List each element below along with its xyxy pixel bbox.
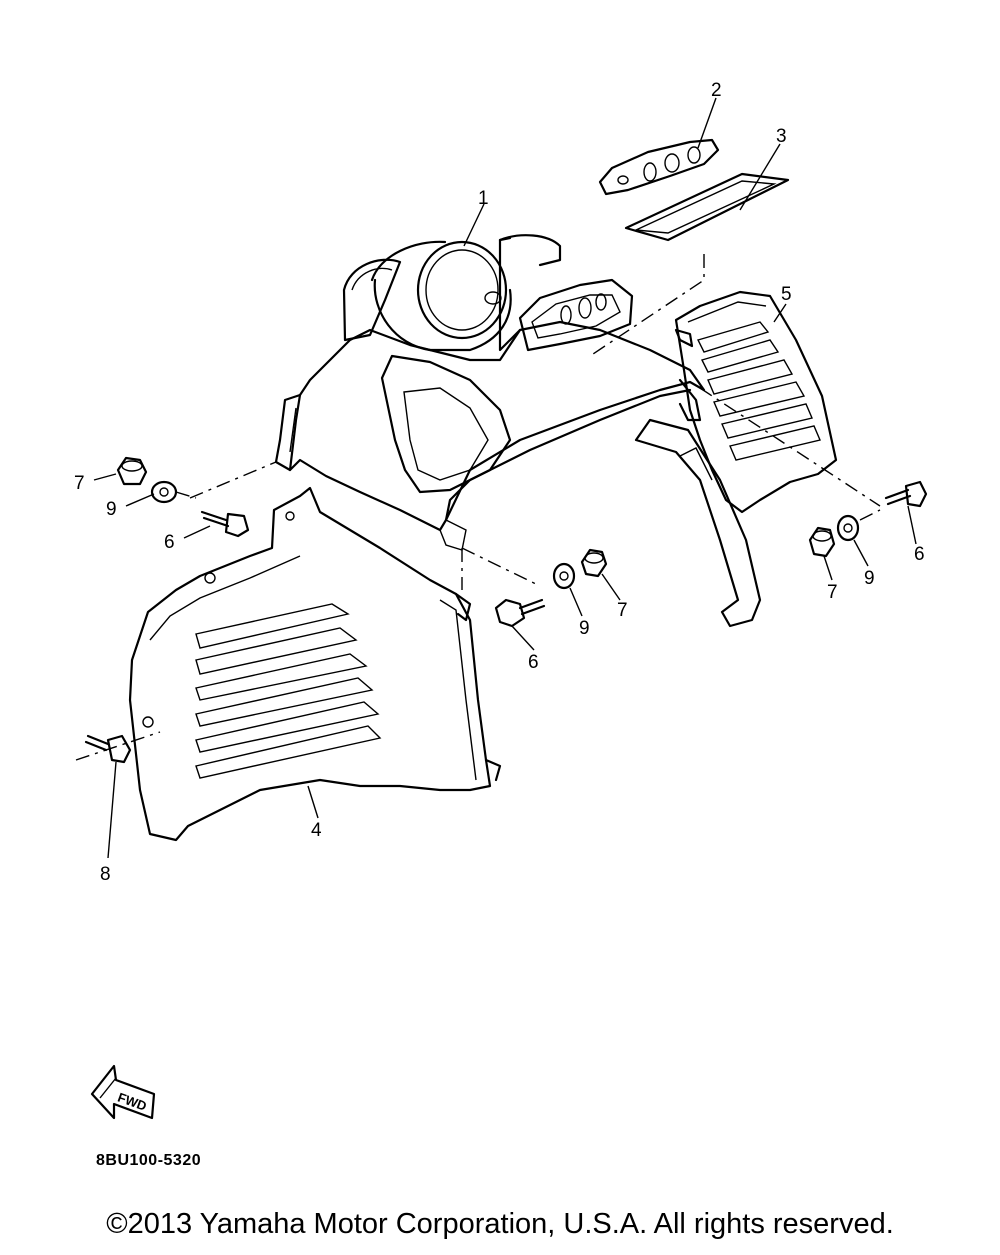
screw-fastener xyxy=(84,734,132,764)
front-cover-part xyxy=(274,234,706,551)
fwd-arrow-icon: FWD xyxy=(90,1064,156,1120)
callout-label: 2 xyxy=(711,80,722,101)
callout-label: 3 xyxy=(776,126,787,147)
right-fender-part xyxy=(634,290,838,628)
bolt-fastener xyxy=(884,480,928,508)
leader-lines xyxy=(93,97,917,859)
callout-label: 8 xyxy=(100,864,111,885)
callout-label: 6 xyxy=(528,652,539,673)
washer-fastener xyxy=(836,514,860,542)
callout-label: 9 xyxy=(864,568,875,589)
copyright-notice: ©2013 Yamaha Motor Corporation, U.S.A. A… xyxy=(106,1208,894,1240)
left-fender-part xyxy=(128,486,502,842)
washer-fastener xyxy=(552,562,576,590)
assembly-lines xyxy=(75,254,881,761)
nut-fastener xyxy=(808,526,836,558)
callout-label: 7 xyxy=(74,473,85,494)
gasket-part xyxy=(624,172,790,242)
callout-label: 7 xyxy=(827,582,838,603)
bolt-fastener xyxy=(200,510,250,538)
callout-label: 6 xyxy=(164,532,175,553)
callout-label: 7 xyxy=(617,600,628,621)
callouts: 1 2 3 5 7 9 6 6 9 7 6 9 7 4 8 xyxy=(74,80,925,885)
washer-fastener xyxy=(150,480,178,504)
callout-label: 9 xyxy=(106,499,117,520)
bolt-fastener xyxy=(494,598,546,628)
callout-label: 6 xyxy=(914,544,925,565)
callout-label: 9 xyxy=(579,618,590,639)
nut-fastener xyxy=(116,456,148,486)
panel-insert-part xyxy=(598,138,720,196)
callout-label: 4 xyxy=(311,820,322,841)
nut-fastener xyxy=(580,548,608,578)
diagram-code: 8BU100-5320 xyxy=(96,1152,202,1169)
callout-label: 1 xyxy=(478,188,489,209)
callout-label: 5 xyxy=(781,284,792,305)
